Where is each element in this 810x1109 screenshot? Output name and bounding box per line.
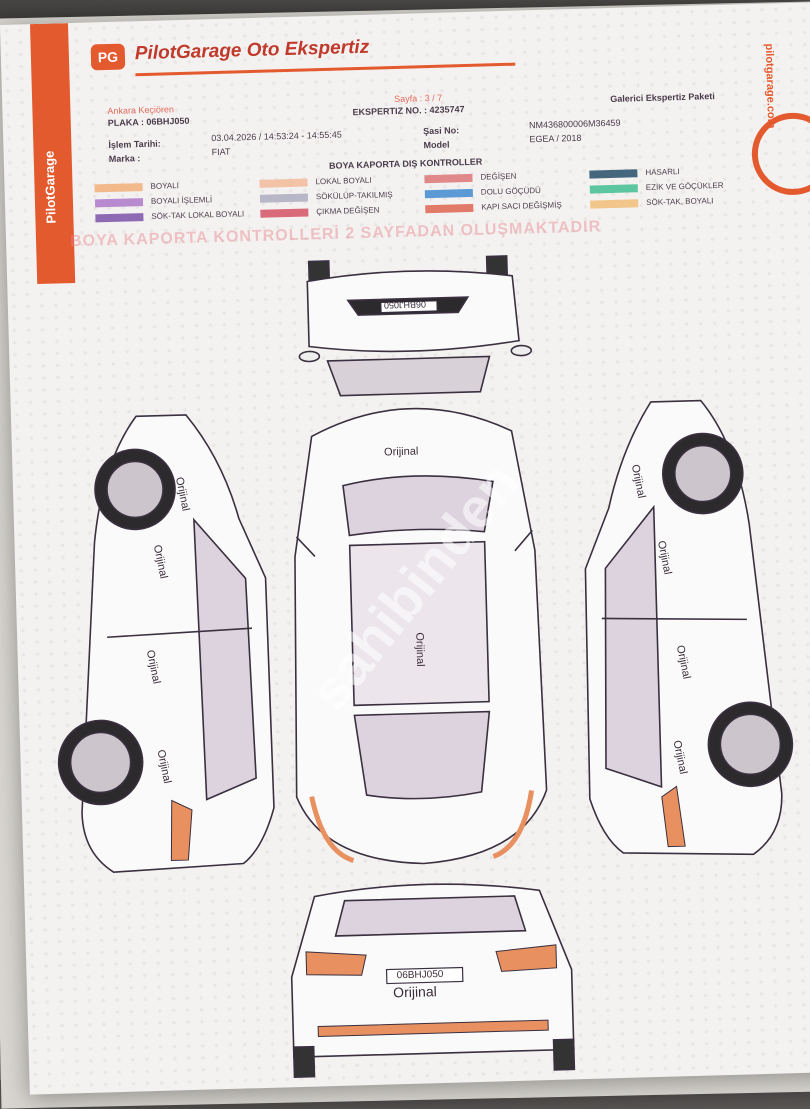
- top-view: [294, 407, 548, 865]
- rear-license-plate: 06BHJ050: [396, 968, 444, 982]
- roof-status: Orijinal: [413, 632, 427, 667]
- front-license-plate: 06BHJ050: [383, 299, 427, 311]
- right-side-view: [584, 399, 794, 856]
- rear-status: Orijinal: [392, 983, 437, 1001]
- front-view: [298, 255, 533, 397]
- left-side-view: [57, 414, 275, 873]
- rear-view: [290, 883, 576, 1079]
- hood-status: Orijinal: [383, 445, 419, 459]
